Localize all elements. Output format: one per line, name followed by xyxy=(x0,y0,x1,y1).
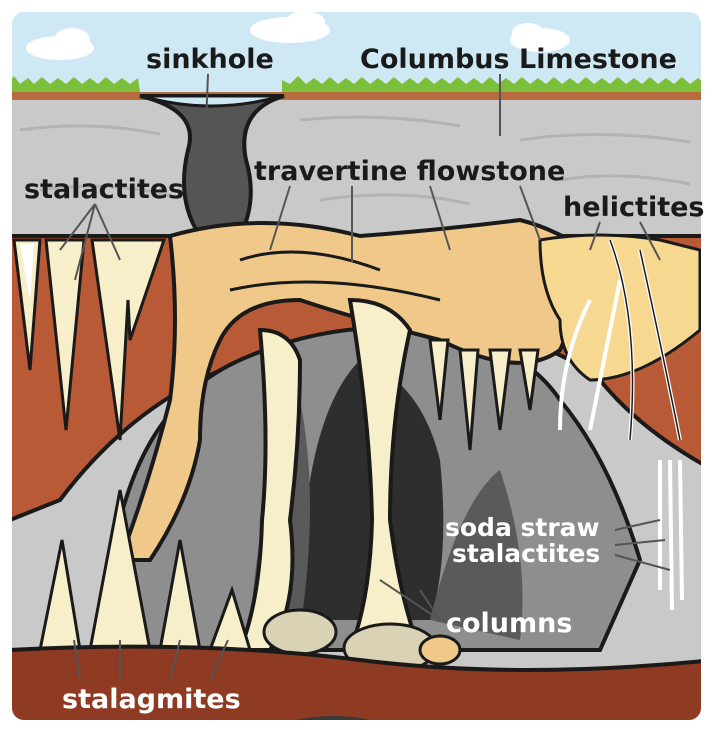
label-columns: columns xyxy=(446,608,572,639)
label-stalagmites: stalagmites xyxy=(62,684,241,715)
label-stalactites: stalactites xyxy=(24,174,184,205)
label-soda-straw-2: stalactites xyxy=(452,539,600,568)
label-travertine-flowstone: travertine flowstone xyxy=(254,156,565,187)
label-soda-straw-1: soda straw xyxy=(445,513,600,542)
label-columbus-limestone: Columbus Limestone xyxy=(360,44,677,75)
label-helictites: helictites xyxy=(563,192,705,223)
label-sinkhole: sinkhole xyxy=(146,44,274,75)
soil-strip xyxy=(0,92,713,100)
